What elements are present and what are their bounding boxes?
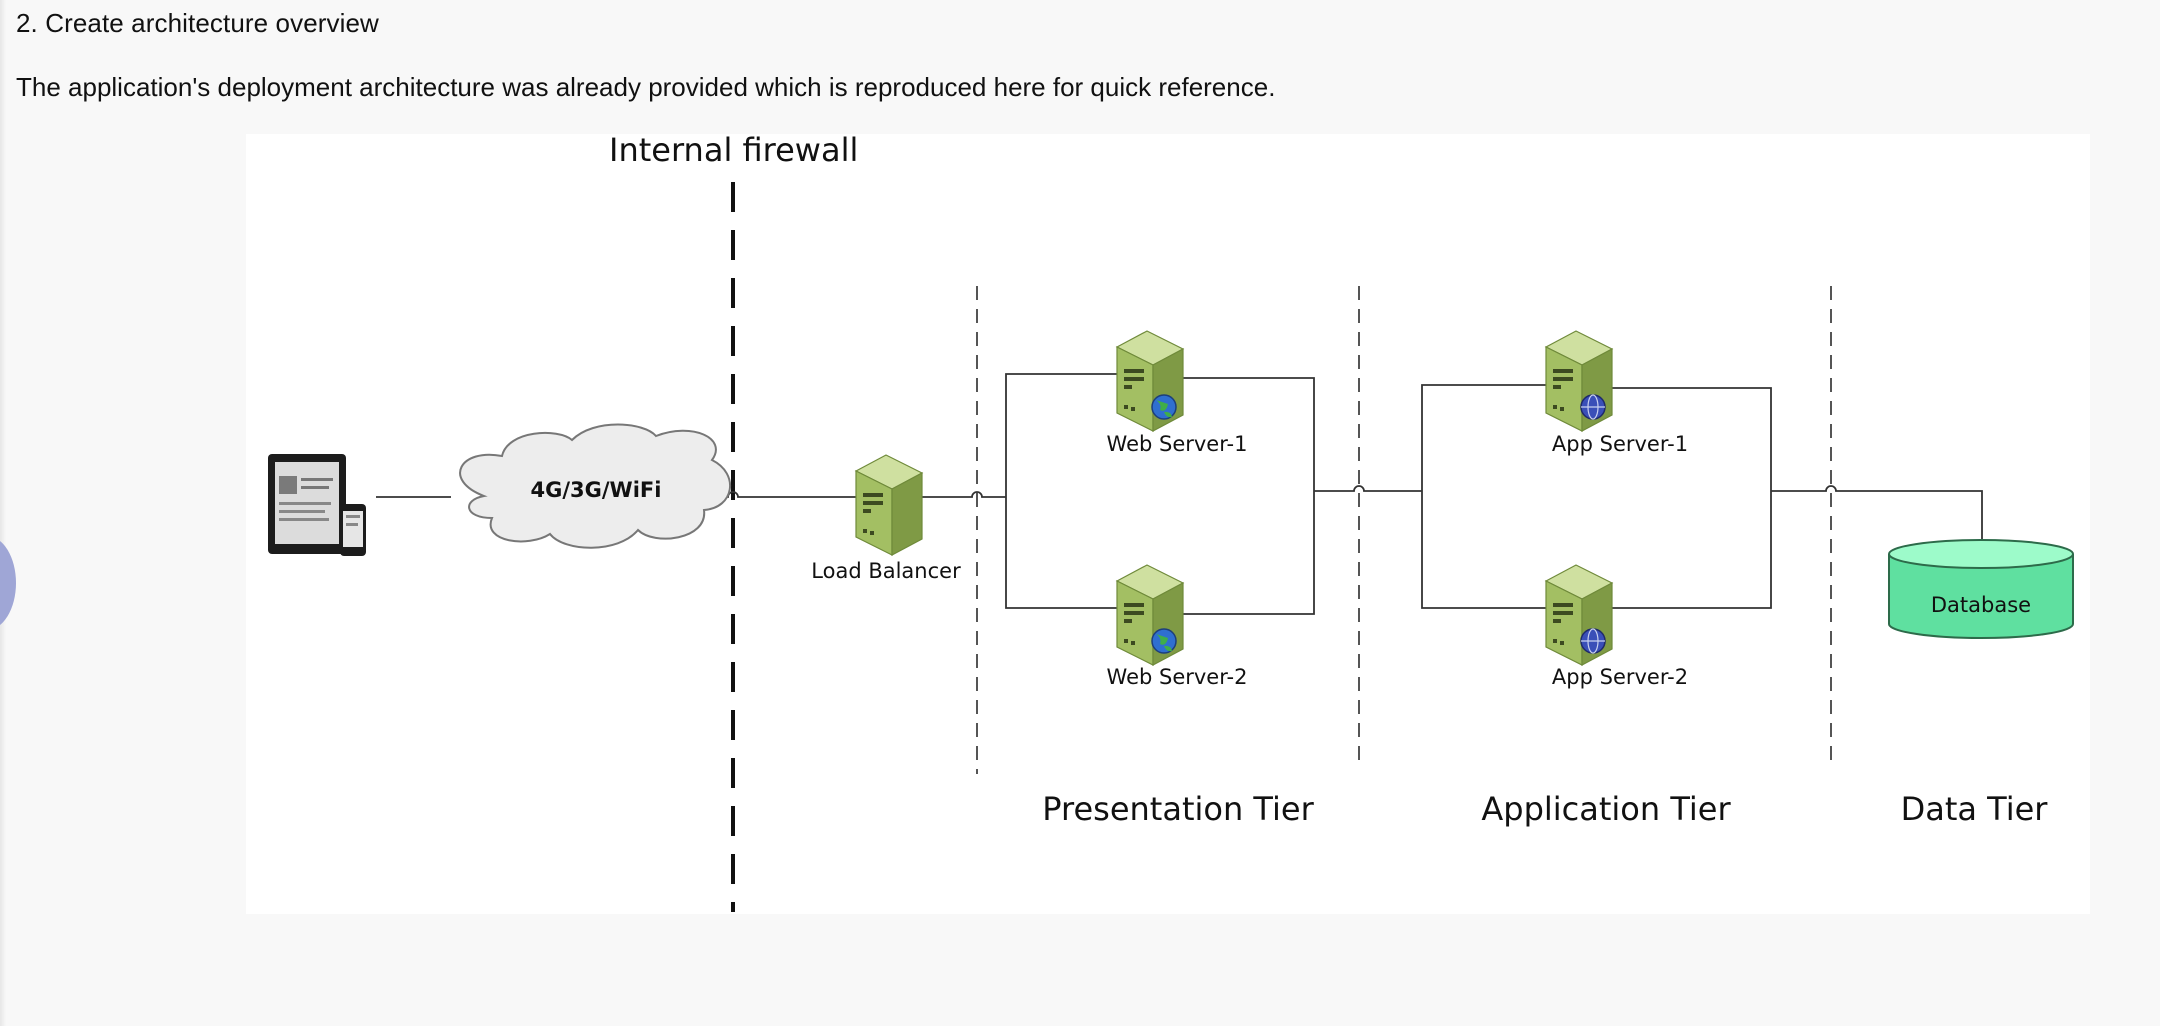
tablet-phone-icon — [268, 454, 366, 556]
firewall-label: Internal firewall — [609, 134, 858, 169]
application-tier-label: Application Tier — [1481, 790, 1731, 828]
globe-icon — [1151, 394, 1177, 420]
server-icon — [1116, 564, 1184, 666]
server-icon — [1116, 330, 1184, 432]
network-label: 4G/3G/WiFi — [531, 478, 662, 502]
app-server-2-label: App Server-2 — [1552, 665, 1688, 689]
load-balancer-server-icon — [855, 454, 923, 556]
database-label: Database — [1931, 593, 2031, 617]
globe-icon — [1151, 628, 1177, 654]
globe-icon — [1580, 394, 1606, 420]
database-icon — [1888, 539, 2074, 639]
server-icon — [1545, 330, 1613, 432]
web-server-1-label: Web Server-1 — [1107, 432, 1248, 456]
side-avatar-bubble[interactable] — [0, 536, 16, 630]
architecture-diagram: Internal firewall 4G/3G/WiFi Load Balanc… — [246, 134, 2090, 914]
cloud-icon — [459, 423, 731, 549]
section-heading: 2. Create architecture overview — [16, 8, 379, 38]
page-edge-shadow — [0, 0, 6, 1026]
intro-paragraph: The application's deployment architectur… — [16, 72, 1276, 102]
web-server-2-label: Web Server-2 — [1107, 665, 1248, 689]
load-balancer-label: Load Balancer — [811, 559, 961, 583]
server-icon — [1545, 564, 1613, 666]
app-server-1 — [1545, 330, 1613, 432]
app-server-2 — [1545, 564, 1613, 666]
presentation-tier-label: Presentation Tier — [1042, 790, 1314, 828]
app-server-1-label: App Server-1 — [1552, 432, 1688, 456]
web-server-1 — [1116, 330, 1184, 432]
web-server-2 — [1116, 564, 1184, 666]
data-tier-label: Data Tier — [1901, 790, 2049, 828]
globe-icon — [1580, 628, 1606, 654]
